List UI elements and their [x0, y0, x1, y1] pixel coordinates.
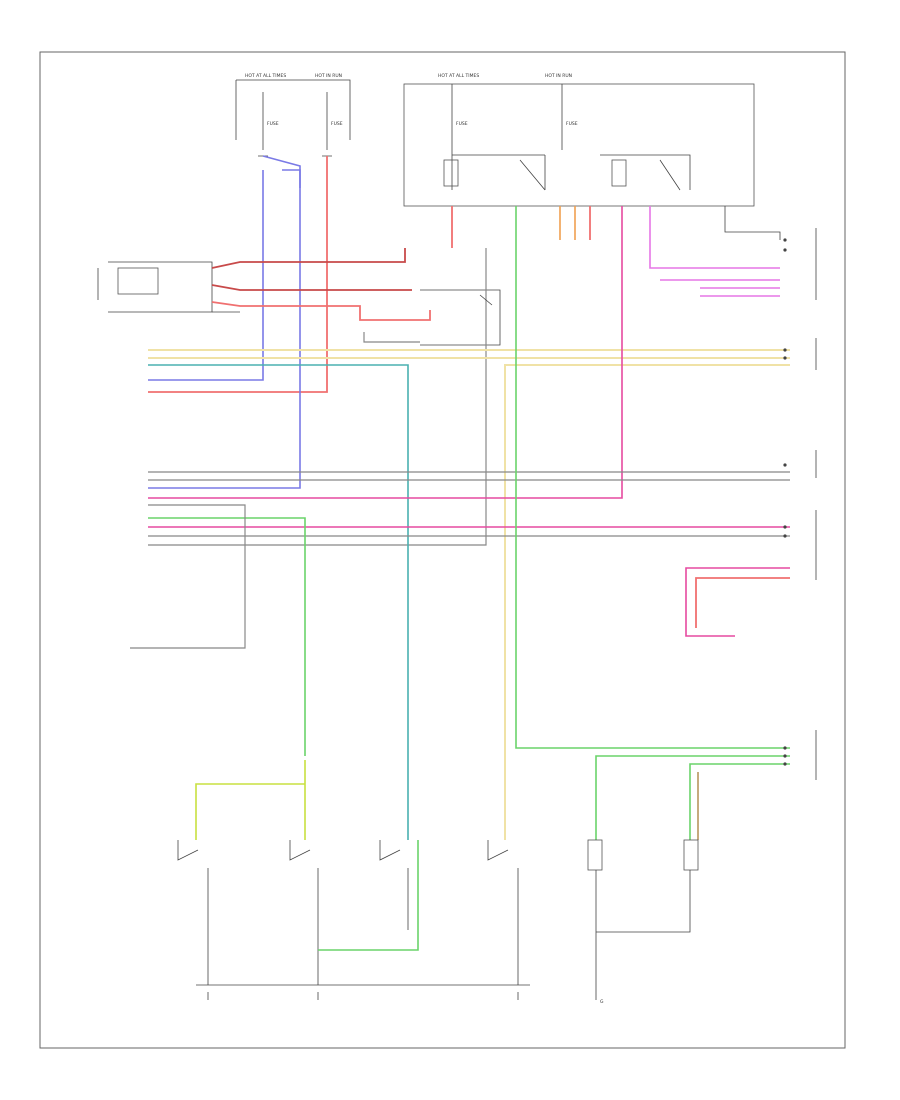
fuse-label: FUSE: [456, 121, 468, 127]
diagram-frame: [39, 51, 846, 1049]
bottom-switches: [177, 839, 699, 1000]
left-module: [97, 248, 431, 321]
right-connectors: [783, 228, 817, 780]
hot-at-all-times-label: HOT AT ALL TIMES: [245, 73, 286, 79]
center-relay: [148, 248, 501, 546]
fuse-label: FUSE: [566, 121, 578, 127]
fuse-label: FUSE: [331, 121, 343, 127]
left-fuse-block: HOT AT ALL TIMES HOT IN RUN FUSE FUSE: [235, 73, 351, 157]
ground-label: G: [600, 999, 604, 1005]
hot-at-all-times-label: HOT AT ALL TIMES: [438, 73, 479, 79]
hot-in-run-label: HOT IN RUN: [545, 73, 572, 79]
fuse-label: FUSE: [267, 121, 279, 127]
hot-in-run-label: HOT IN RUN: [315, 73, 342, 79]
right-relay-block: HOT AT ALL TIMES HOT IN RUN FUSE FUSE: [403, 73, 781, 240]
